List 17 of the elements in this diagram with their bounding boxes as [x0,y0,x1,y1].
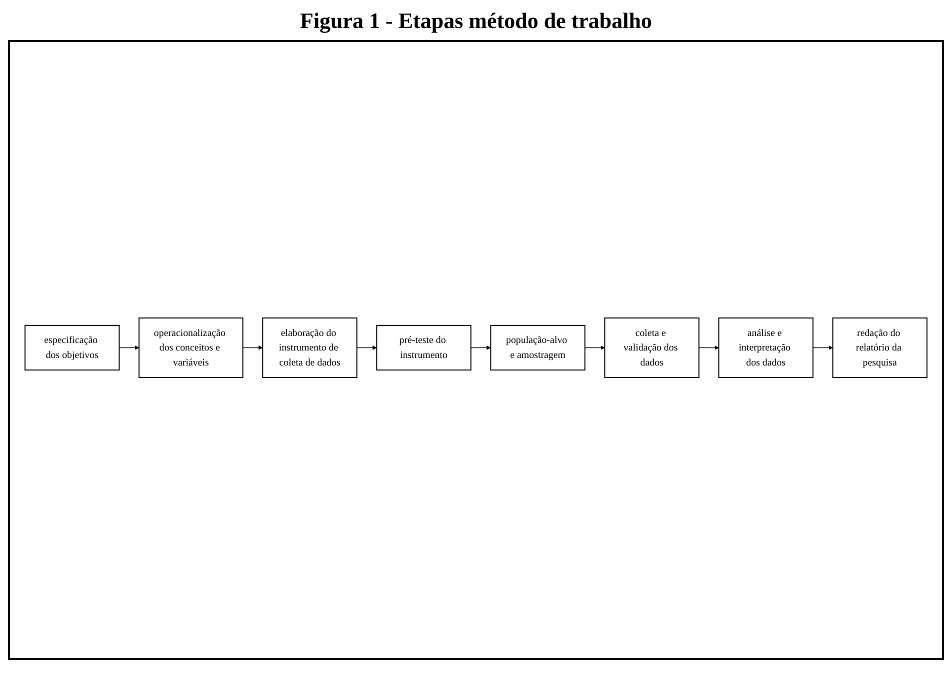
arrow [118,345,140,350]
arrow [698,345,719,350]
arrow [584,345,605,350]
node-box [262,317,358,378]
arrow [242,345,263,350]
node-box [718,317,814,378]
arrow [470,345,491,350]
node-box [138,317,244,378]
node-box [24,324,120,370]
figure-frame: especificação dos objetivos operacionalização dos conceitos e variáveis elaboração do instrumento de coleta de dados pré-teste do instrumento população-alvo e amostragem coleta e validação dos dados análise e interpretação dos dados redação do relatório da pesquisa [8,40,944,660]
arrow [356,345,377,350]
node-box [604,317,700,378]
node-box [832,317,928,378]
node-box [490,324,586,370]
arrow [812,345,833,350]
node-box [376,324,472,370]
figure-title: Figura 1 - Etapas método de trabalho [299,8,653,34]
